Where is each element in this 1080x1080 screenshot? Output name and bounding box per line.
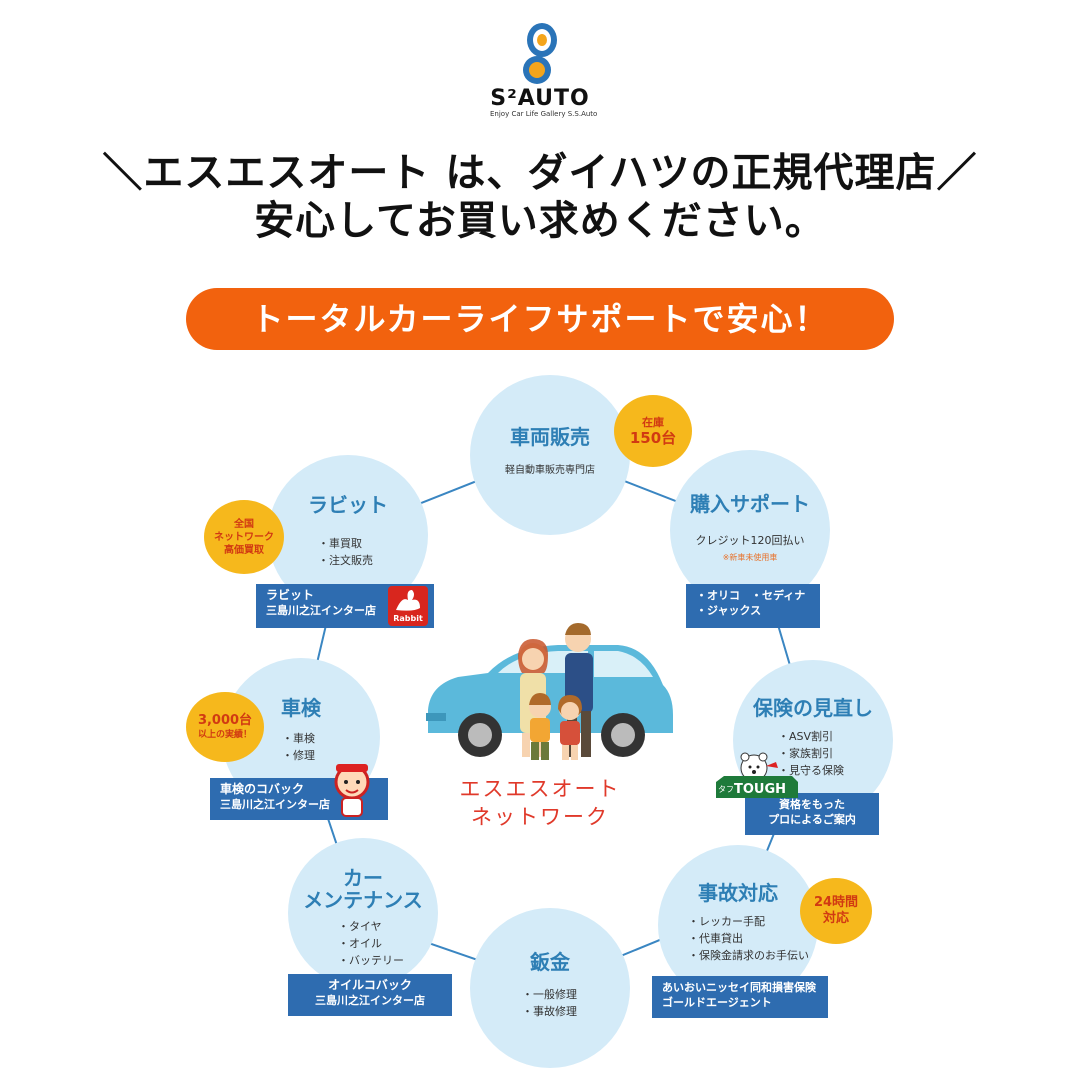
support-banner: トータルカーライフサポートで安心！ <box>186 288 894 350</box>
circle-purchase-support: 購入サポート クレジット120回払い ※新車未使用車 <box>670 450 830 610</box>
circle-sheet-metal: 鈑金 ・一般修理 ・事故修理 <box>470 908 630 1068</box>
sheet-metal-title: 鈑金 <box>530 950 570 974</box>
purchase-support-sub: クレジット120回払い <box>695 534 805 547</box>
inspection-record-badge: 3,000台 以上の実績！ <box>186 692 264 762</box>
rabbit-list: ・車買取 ・注文販売 <box>318 537 373 567</box>
sheet-metal-list: ・一般修理 ・事故修理 <box>522 988 577 1018</box>
purchase-support-note: ※新車未使用車 <box>722 553 778 562</box>
maintenance-title-2: メンテナンス <box>303 888 423 912</box>
credit-companies-box: ・オリコ ・セディナ ・ジャックス <box>686 584 820 628</box>
rabbit-logo: Rabbit <box>388 586 428 626</box>
kobac-mascot-icon <box>328 762 376 818</box>
insurance-list: ・ASV割引 ・家族割引 ・見守る保険 <box>778 730 844 777</box>
s2-auto-logo: S²AUTO Enjoy Car Life Gallery S.S.Auto <box>490 18 598 128</box>
inspection-title: 車検 <box>281 696 321 720</box>
maintenance-list: ・タイヤ ・オイル ・バッテリー <box>338 920 404 967</box>
network-badge: 全国 ネットワーク 高価買取 <box>204 500 284 574</box>
tough-insurance-logo: タフ TOUGH <box>716 752 798 800</box>
logo-tagline: Enjoy Car Life Gallery S.S.Auto <box>490 110 598 118</box>
accident-list: ・レッカー手配 ・代車貸出 ・保険金請求のお手伝い <box>688 915 809 962</box>
insurance-title: 保険の見直し <box>753 696 873 720</box>
maintenance-title-1: カー <box>343 866 383 890</box>
24h-badge: 24時間 対応 <box>800 878 872 944</box>
vehicle-sales-title: 車両販売 <box>510 425 590 449</box>
rabbit-icon <box>396 590 420 611</box>
family-car-illustration <box>426 623 673 760</box>
circle-vehicle-sales: 車両販売 軽自動車販売専門店 <box>470 375 630 535</box>
bear-icon <box>716 752 798 798</box>
circle-car-maintenance: カー メンテナンス ・タイヤ ・オイル ・バッテリー <box>288 838 438 988</box>
insurance-guide-box: 資格をもった プロによるご案内 <box>745 793 879 835</box>
logo-wordmark: S²AUTO <box>490 86 590 111</box>
headline-line-2: 安心してお買い求めください。 <box>254 198 826 244</box>
stock-badge: 在庫 150台 <box>614 395 692 467</box>
oil-kobac-box: オイルコバック 三島川之江インター店 <box>288 974 452 1016</box>
accident-title: 事故対応 <box>698 881 778 905</box>
headline-line-1: ＼エスエスオート は、ダイハツの正規代理店／ <box>102 150 978 196</box>
rabbit-title: ラビット <box>308 493 388 517</box>
logo-rings-icon <box>523 23 557 84</box>
insurance-agent-box: あいおいニッセイ同和損害保険 ゴールドエージェント <box>652 976 828 1018</box>
center-network-label: エスエスオート ネットワーク <box>459 777 621 829</box>
inspection-list: ・車検 ・修理 <box>282 732 315 762</box>
purchase-support-title: 購入サポート <box>690 492 810 516</box>
vehicle-sales-sub: 軽自動車販売専門店 <box>505 465 595 476</box>
